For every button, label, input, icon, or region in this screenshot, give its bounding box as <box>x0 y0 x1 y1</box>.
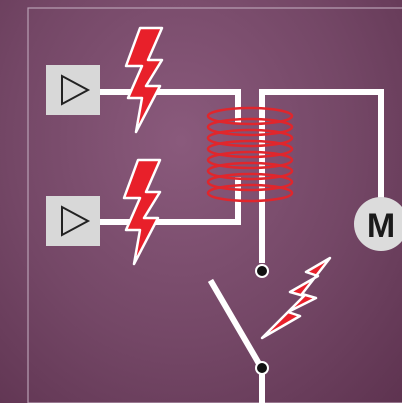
switch-blade <box>207 278 263 367</box>
contact-top-dot <box>255 264 269 278</box>
buffer-triangle-icon <box>61 74 91 106</box>
motor-label: M <box>367 207 395 245</box>
motor: M <box>354 197 402 251</box>
buffer-top <box>46 65 100 115</box>
motor-circle <box>354 197 402 251</box>
lightning-bolt-icon <box>124 26 164 134</box>
lightning-bolt-icon <box>122 158 162 266</box>
buffer-triangle-icon <box>61 205 91 237</box>
wire-motor <box>259 89 384 201</box>
wires <box>97 89 384 403</box>
lightning-bolt-icon <box>260 256 332 340</box>
contact-bottom-dot <box>255 361 269 375</box>
frame-border <box>27 7 402 403</box>
wire-top-input <box>97 89 241 123</box>
relay-coil <box>206 106 294 203</box>
buffer-bottom <box>46 196 100 246</box>
lightning-bolts <box>122 26 332 340</box>
